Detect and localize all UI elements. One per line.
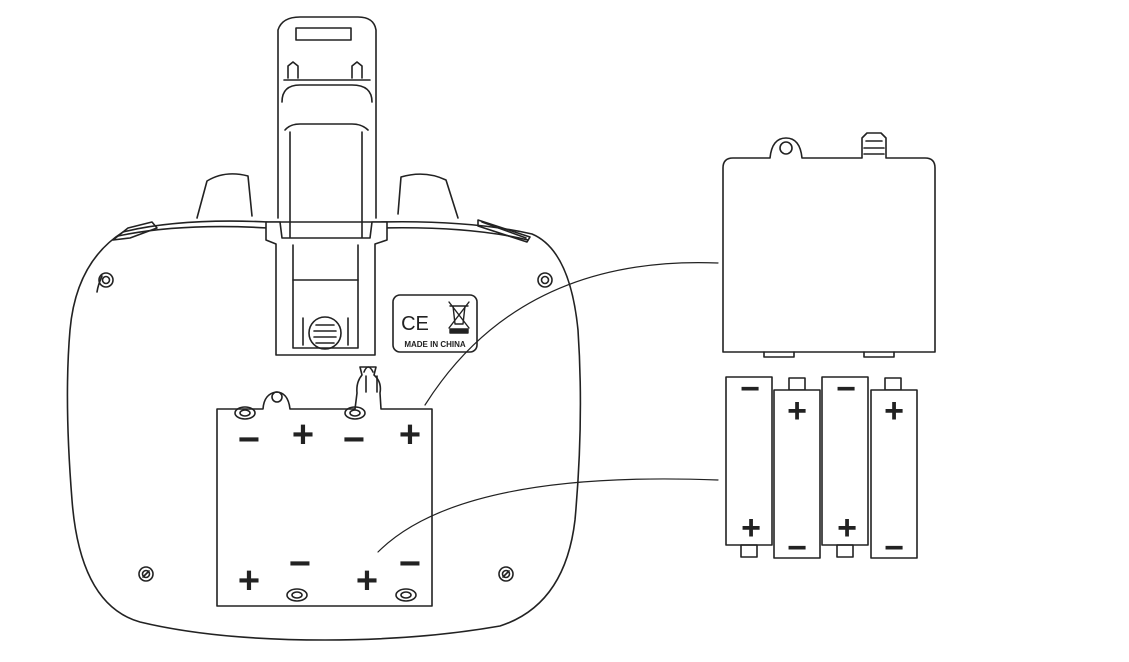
right-switch [477, 219, 531, 243]
battery-4-top: + [884, 392, 904, 430]
battery-cover [722, 132, 936, 358]
battery-1 [725, 376, 773, 558]
batteries: − + + − − + + − [725, 370, 918, 567]
terminal-bottom-1: + [238, 560, 260, 602]
battery-compartment: − + − + + − + − [216, 366, 433, 607]
battery-2 [773, 377, 821, 559]
phone-holder [265, 16, 388, 356]
compliance-label: CE MADE IN CHINA [392, 294, 478, 353]
right-shoulder-button [397, 173, 459, 219]
left-shoulder-button [196, 173, 253, 219]
battery-4 [870, 377, 918, 559]
battery-2-bottom: − [787, 529, 807, 567]
terminal-top-3: − [343, 419, 365, 461]
terminal-top-4: + [399, 414, 421, 456]
terminal-bottom-4: − [399, 543, 421, 585]
battery-3 [821, 376, 869, 558]
connector-line-batteries [377, 478, 719, 553]
screw-top-right [537, 272, 553, 288]
crossed-out-bin-icon [448, 301, 470, 334]
battery-2-top: + [787, 392, 807, 430]
screw-bottom-left [138, 566, 154, 582]
spring-contacts [234, 406, 417, 602]
left-switch [112, 221, 158, 241]
terminal-bottom-2: − [289, 543, 311, 585]
terminal-top-1: − [238, 419, 260, 461]
origin-text: MADE IN CHINA [404, 340, 466, 349]
terminal-bottom-3: + [356, 560, 378, 602]
screw-bottom-right [498, 566, 514, 582]
battery-1-bottom: + [741, 509, 761, 547]
ce-mark: CE [401, 313, 429, 335]
screw-top-left [98, 272, 114, 288]
connector-line-cover [424, 261, 719, 406]
battery-3-top: − [836, 370, 856, 408]
battery-4-bottom: − [884, 529, 904, 567]
battery-3-bottom: + [837, 509, 857, 547]
battery-1-top: − [740, 370, 760, 408]
terminal-top-2: + [292, 414, 314, 456]
